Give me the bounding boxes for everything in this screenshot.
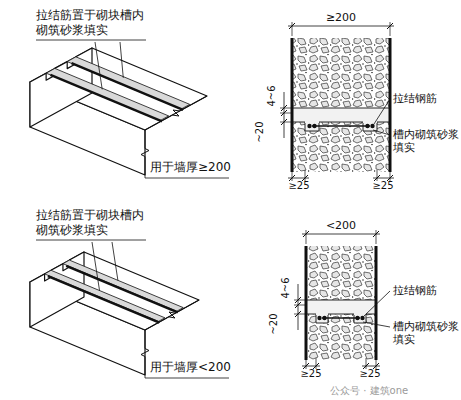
drawing-line (376, 230, 377, 244)
block-top-face (30, 48, 207, 130)
tie-bar (48, 276, 160, 323)
dimension-line (284, 92, 285, 138)
dimension-line (298, 284, 299, 330)
dimension-label: 4~6 (266, 85, 279, 106)
drawing-line (306, 230, 307, 244)
dimension-line (302, 234, 380, 235)
dimension-line (302, 366, 320, 367)
dimension-label: <200 (326, 219, 356, 233)
leader-line (364, 291, 390, 316)
break-line (141, 130, 149, 175)
leader-line (36, 40, 146, 41)
drawing-line (292, 108, 390, 109)
drawing-line (292, 22, 293, 36)
drawing-line (280, 113, 291, 114)
drawing-line (292, 170, 293, 181)
drawing-line (316, 358, 317, 369)
drawing-line (289, 23, 295, 29)
dimension-label: ≥25 (372, 180, 393, 193)
drawing-line (280, 122, 291, 123)
dimension-line (373, 178, 394, 179)
rebar-dot (307, 124, 311, 128)
rebar-dot (370, 124, 374, 128)
leader-line (92, 242, 100, 291)
drawing-line (303, 231, 309, 237)
leader-line (363, 322, 390, 327)
groove-opening (316, 313, 328, 315)
dimension-label: 4~6 (280, 277, 293, 298)
mortar-label: 槽内砌筑砂浆 填实 (393, 320, 459, 346)
dimension-label: ≥25 (300, 368, 321, 381)
leader-line (374, 99, 390, 124)
drawing-line (280, 108, 291, 109)
dimension-label: ~20 (268, 313, 281, 334)
leader-line (112, 242, 118, 281)
mortar-label: 槽内砌筑砂浆 填实 (393, 128, 459, 154)
note-label: 拉结筋置于砌块槽内 砌筑砂浆填实 (36, 208, 148, 238)
rebar-dot (317, 316, 321, 320)
drawing-line (306, 358, 307, 369)
leader-line (120, 42, 123, 78)
drawing-line (366, 358, 367, 369)
tie-bar (50, 75, 162, 122)
usage-label: 用于墙厚<200 (150, 360, 231, 375)
tie-bar (322, 317, 360, 319)
block-top-face (30, 252, 199, 330)
drawing-line (390, 170, 391, 181)
rebar-label: 拉结钢筋 (393, 284, 437, 298)
drawing-line (377, 170, 378, 181)
leader-line (145, 375, 229, 378)
dimension-line (362, 366, 380, 367)
drawing-line (294, 314, 305, 315)
dimension-label: ~20 (254, 121, 267, 142)
break-line (145, 300, 199, 330)
leader-line (36, 240, 146, 241)
drawing-line (389, 38, 392, 172)
break-line (145, 96, 207, 130)
note-label: 拉结筋置于砌块槽内 砌筑砂浆填实 (36, 8, 148, 38)
block-section (292, 38, 390, 108)
drawing-line (294, 305, 305, 306)
drawing-line (376, 358, 377, 369)
groove-opening (354, 313, 366, 315)
block-section (292, 122, 390, 172)
mortar-joint (306, 300, 376, 314)
rebar-label: 拉结钢筋 (393, 92, 437, 106)
drawing-line (291, 38, 294, 172)
dimension-label: ≥25 (288, 180, 309, 193)
drawing-line (305, 246, 308, 360)
block-section (306, 314, 376, 360)
dimension-line (288, 178, 309, 179)
mortar-joint (292, 108, 390, 122)
block-section (306, 246, 376, 300)
drawing-line (294, 300, 305, 301)
leader-line (145, 175, 229, 178)
drawing-line (373, 231, 379, 237)
tie-bar (312, 125, 370, 127)
tie-bar (66, 266, 178, 313)
mortar-groove (67, 57, 190, 109)
leader-line (95, 42, 102, 89)
drawing-line (390, 22, 391, 36)
drawing-line (305, 170, 306, 181)
rebar-dot (360, 316, 364, 320)
dimension-label: ≥25 (359, 368, 380, 381)
break-line (141, 330, 149, 375)
dimension-line (288, 26, 394, 27)
mortar-groove (63, 260, 183, 311)
drawing-line (387, 23, 393, 29)
watermark: 公众号 · 建筑one (330, 385, 408, 398)
drawing-line (306, 300, 376, 301)
usage-label: 用于墙厚≥200 (150, 160, 231, 175)
groove-opening (305, 121, 319, 123)
tie-bar (72, 63, 184, 110)
leader-line (373, 130, 390, 135)
dimension-label: ≥200 (326, 11, 356, 25)
